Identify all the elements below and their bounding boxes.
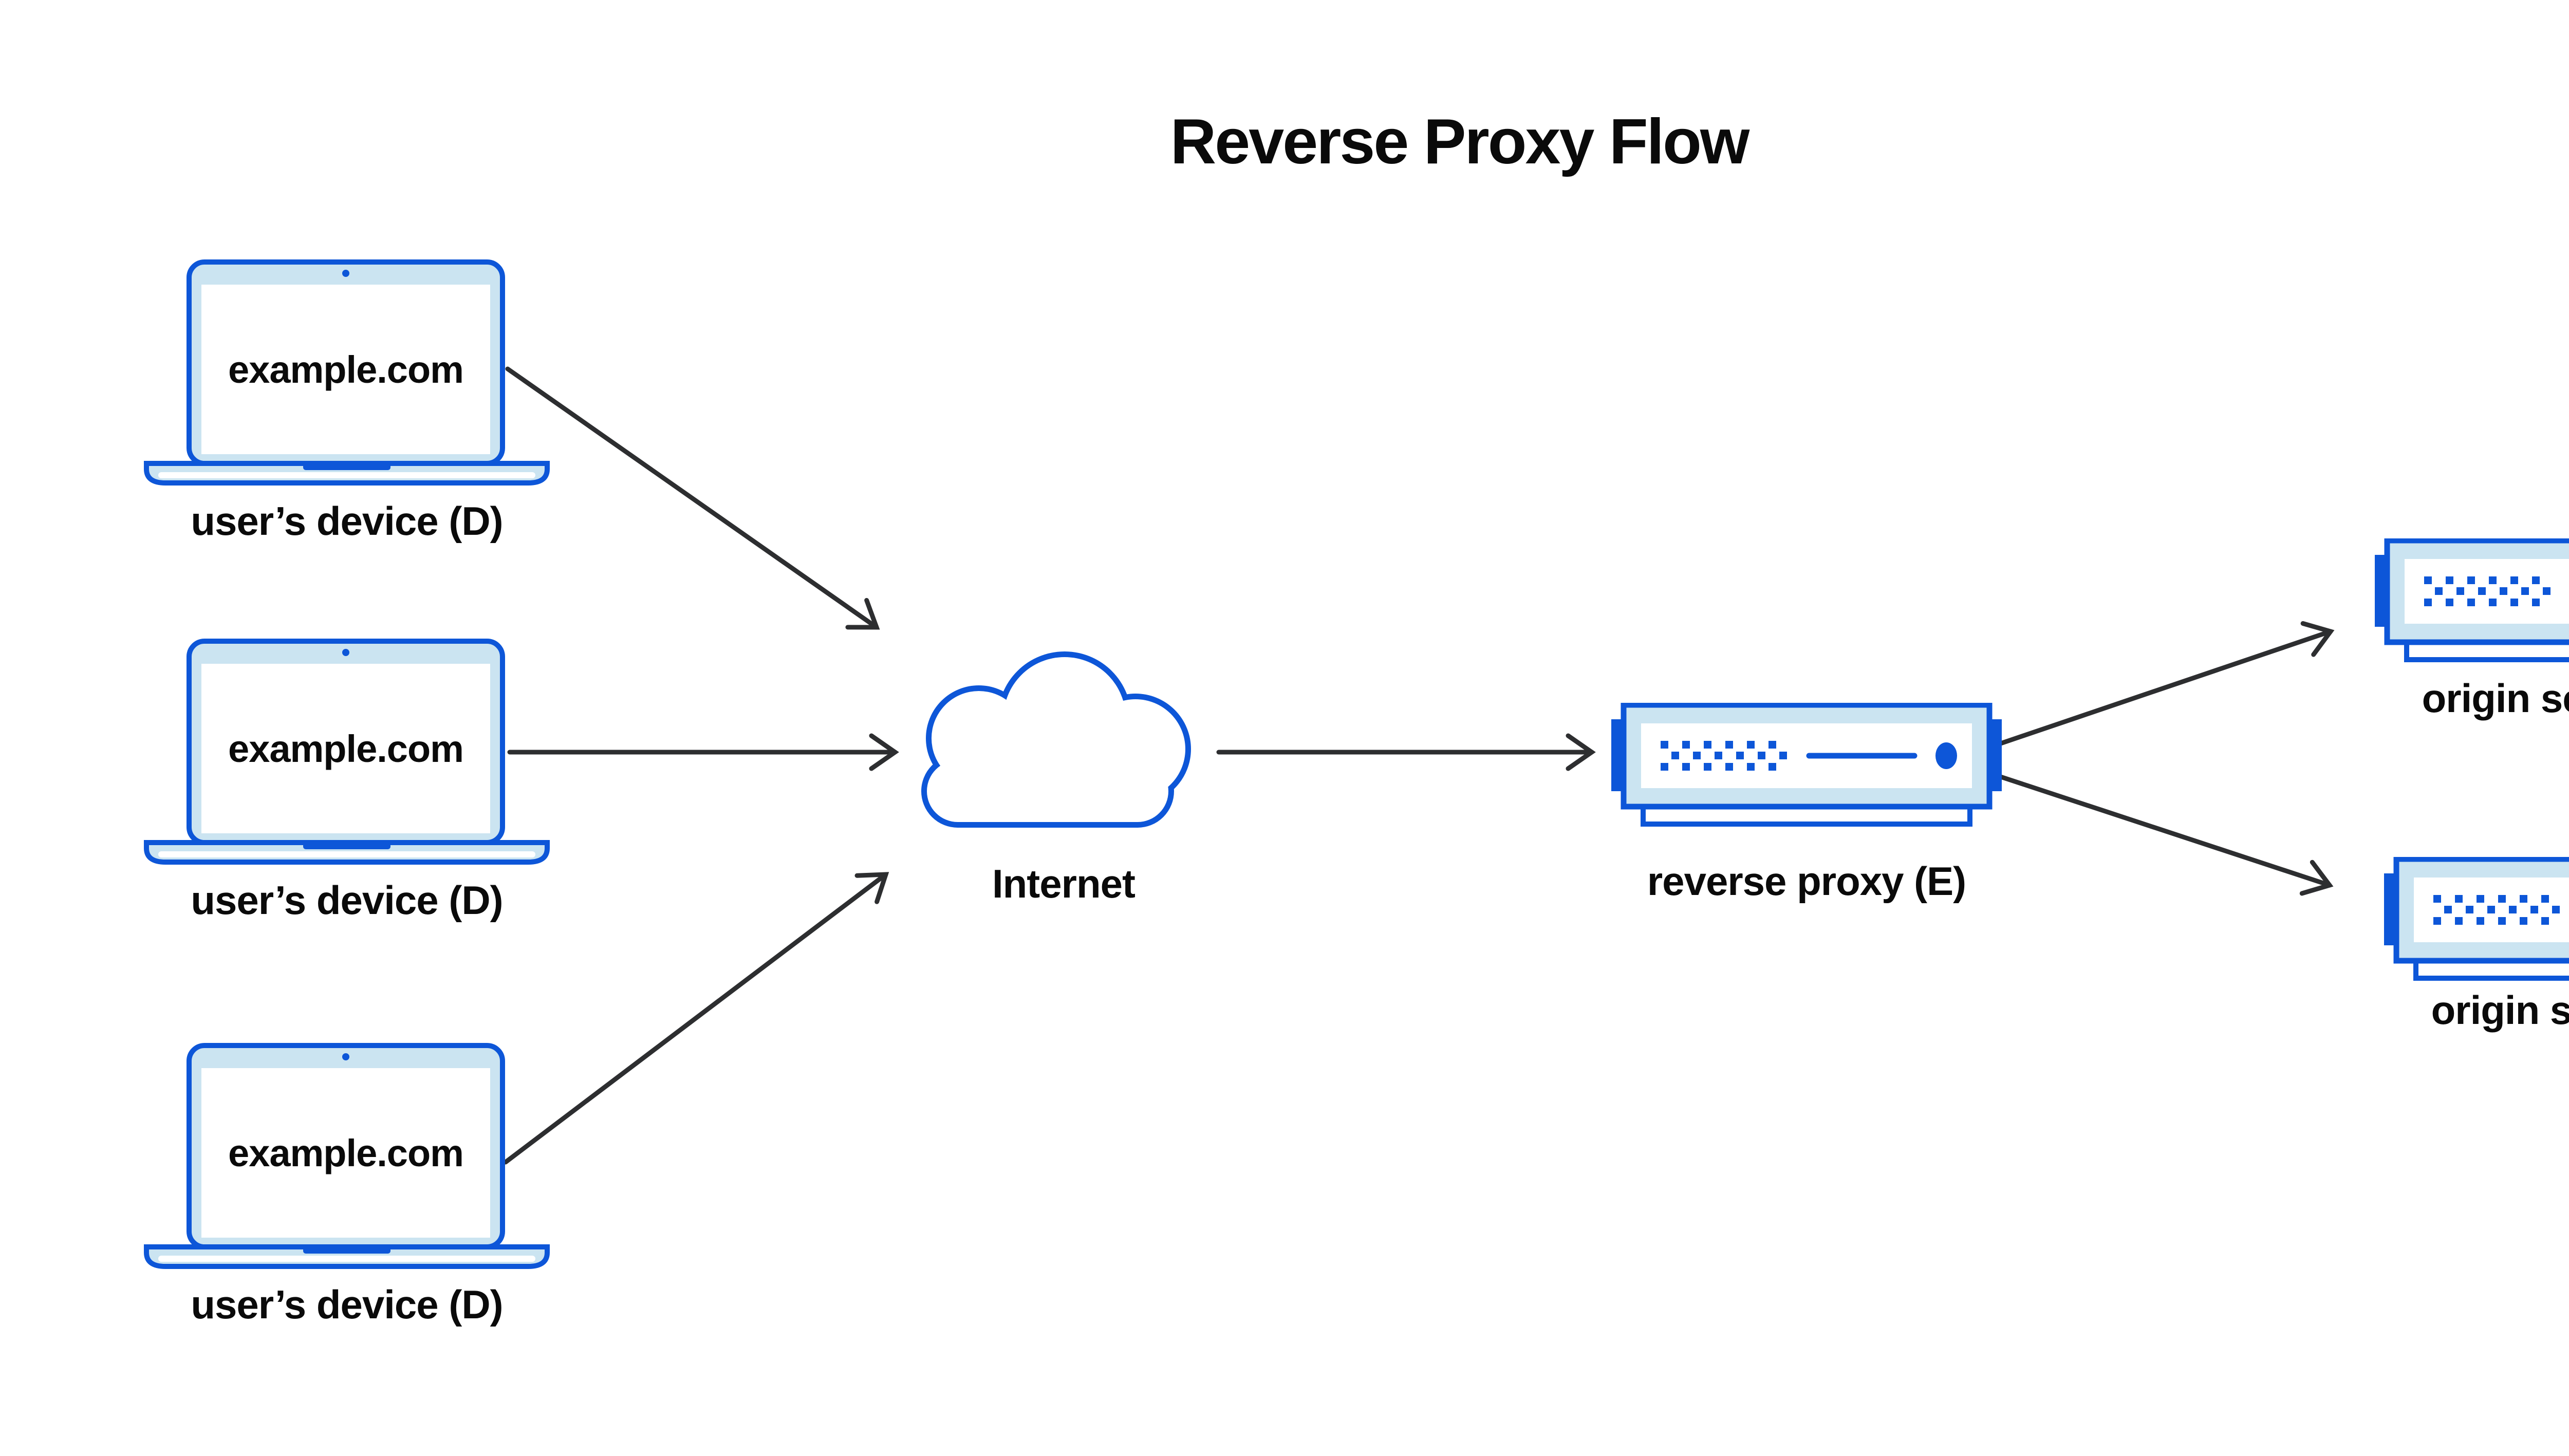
laptop-icon	[144, 1043, 550, 1269]
laptop-icon	[144, 639, 550, 865]
server-vent-dots	[1661, 741, 1787, 771]
page-title: Reverse Proxy Flow	[1170, 106, 1750, 177]
server-vent-dots	[2433, 895, 2560, 925]
laptop-icon	[144, 259, 550, 486]
webcam-dot-icon	[342, 270, 349, 277]
webcam-dot-icon	[342, 1053, 349, 1060]
webcam-dot-icon	[342, 649, 349, 656]
user-device-1: example.com user’s device (D)	[144, 259, 550, 578]
device-caption: user’s device (D)	[191, 1282, 503, 1327]
laptop-base-notch	[303, 463, 390, 470]
cloud-icon	[921, 651, 1191, 828]
laptop-base-notch	[303, 1247, 390, 1254]
arrow-proxy-origin1	[1998, 621, 2335, 746]
laptop-screen	[201, 664, 490, 833]
internet-caption: Internet	[992, 861, 1135, 906]
internet: Internet	[920, 648, 1207, 936]
device-screen-url: example.com	[228, 727, 464, 770]
laptop-screen	[201, 285, 490, 454]
device-caption: user’s device (D)	[191, 878, 503, 923]
user-device-3: example.com user’s device (D)	[144, 1043, 550, 1361]
origin-server-2: origin server (F)	[2384, 856, 2569, 1078]
origin-server-1: origin server (F)	[2375, 537, 2569, 759]
device-screen-url: example.com	[228, 1131, 464, 1174]
server-icon	[2384, 856, 2569, 981]
arrow-device3-internet	[503, 872, 889, 1165]
server-icon	[2375, 537, 2569, 662]
reverse-proxy: reverse proxy (E)	[1611, 702, 2002, 924]
laptop-base-notch	[303, 843, 390, 849]
arrow-proxy-origin2	[1998, 774, 2334, 896]
laptop-screen	[201, 1068, 490, 1238]
device-screen-url: example.com	[228, 348, 464, 391]
server-vent-dots	[2424, 576, 2551, 606]
server-face	[2405, 559, 2569, 624]
arrow-device1-internet	[505, 366, 880, 630]
reverse-proxy-caption: reverse proxy (E)	[1647, 858, 1966, 904]
server-led-icon	[1935, 742, 1957, 769]
origin-server-caption: origin server (F)	[2422, 676, 2569, 721]
device-caption: user’s device (D)	[191, 498, 503, 544]
user-device-2: example.com user’s device (D)	[144, 639, 550, 957]
origin-server-caption: origin server (F)	[2431, 987, 2569, 1033]
server-icon	[1611, 702, 2002, 827]
